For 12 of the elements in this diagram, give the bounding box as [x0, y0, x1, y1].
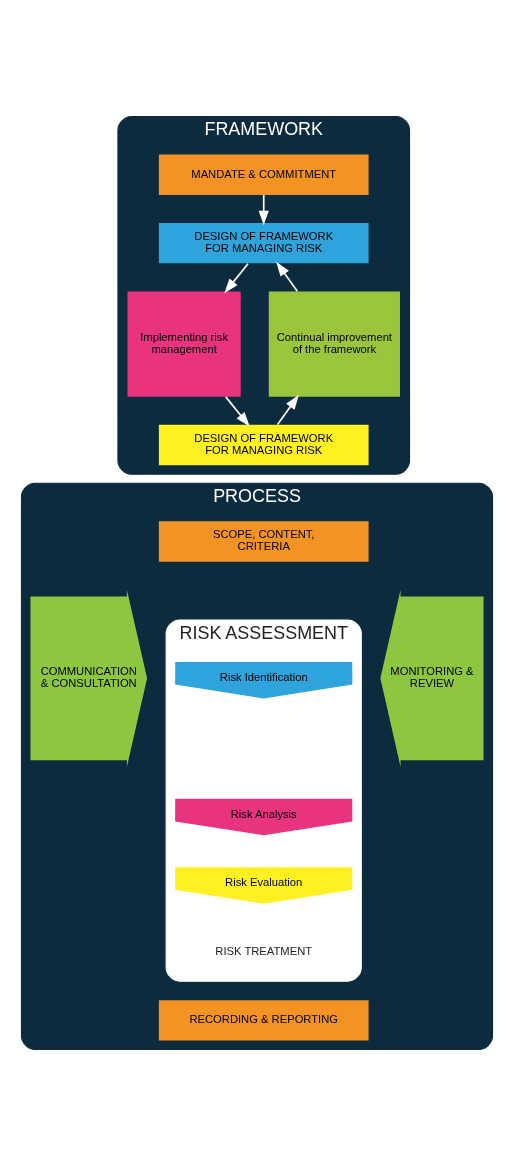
node-box: DESIGN OF FRAMEWORK FOR MANAGING RISK	[158, 424, 369, 466]
arrow	[224, 262, 249, 294]
arrow	[224, 396, 250, 427]
node-box: Continual improvement of the framework	[268, 291, 400, 397]
arrow	[276, 394, 299, 426]
node-box: DESIGN OF FRAMEWORK FOR MANAGING RISK	[158, 223, 369, 264]
node-box: MANDATE & COMMITMENT	[158, 154, 369, 195]
arrow	[276, 261, 299, 293]
arrow	[258, 194, 269, 226]
node-box: Implementing risk management	[127, 291, 241, 397]
node-box: SCOPE, CONTENT, CRITERIA	[158, 521, 369, 562]
node-box: RECORDING & REPORTING	[158, 1000, 369, 1041]
